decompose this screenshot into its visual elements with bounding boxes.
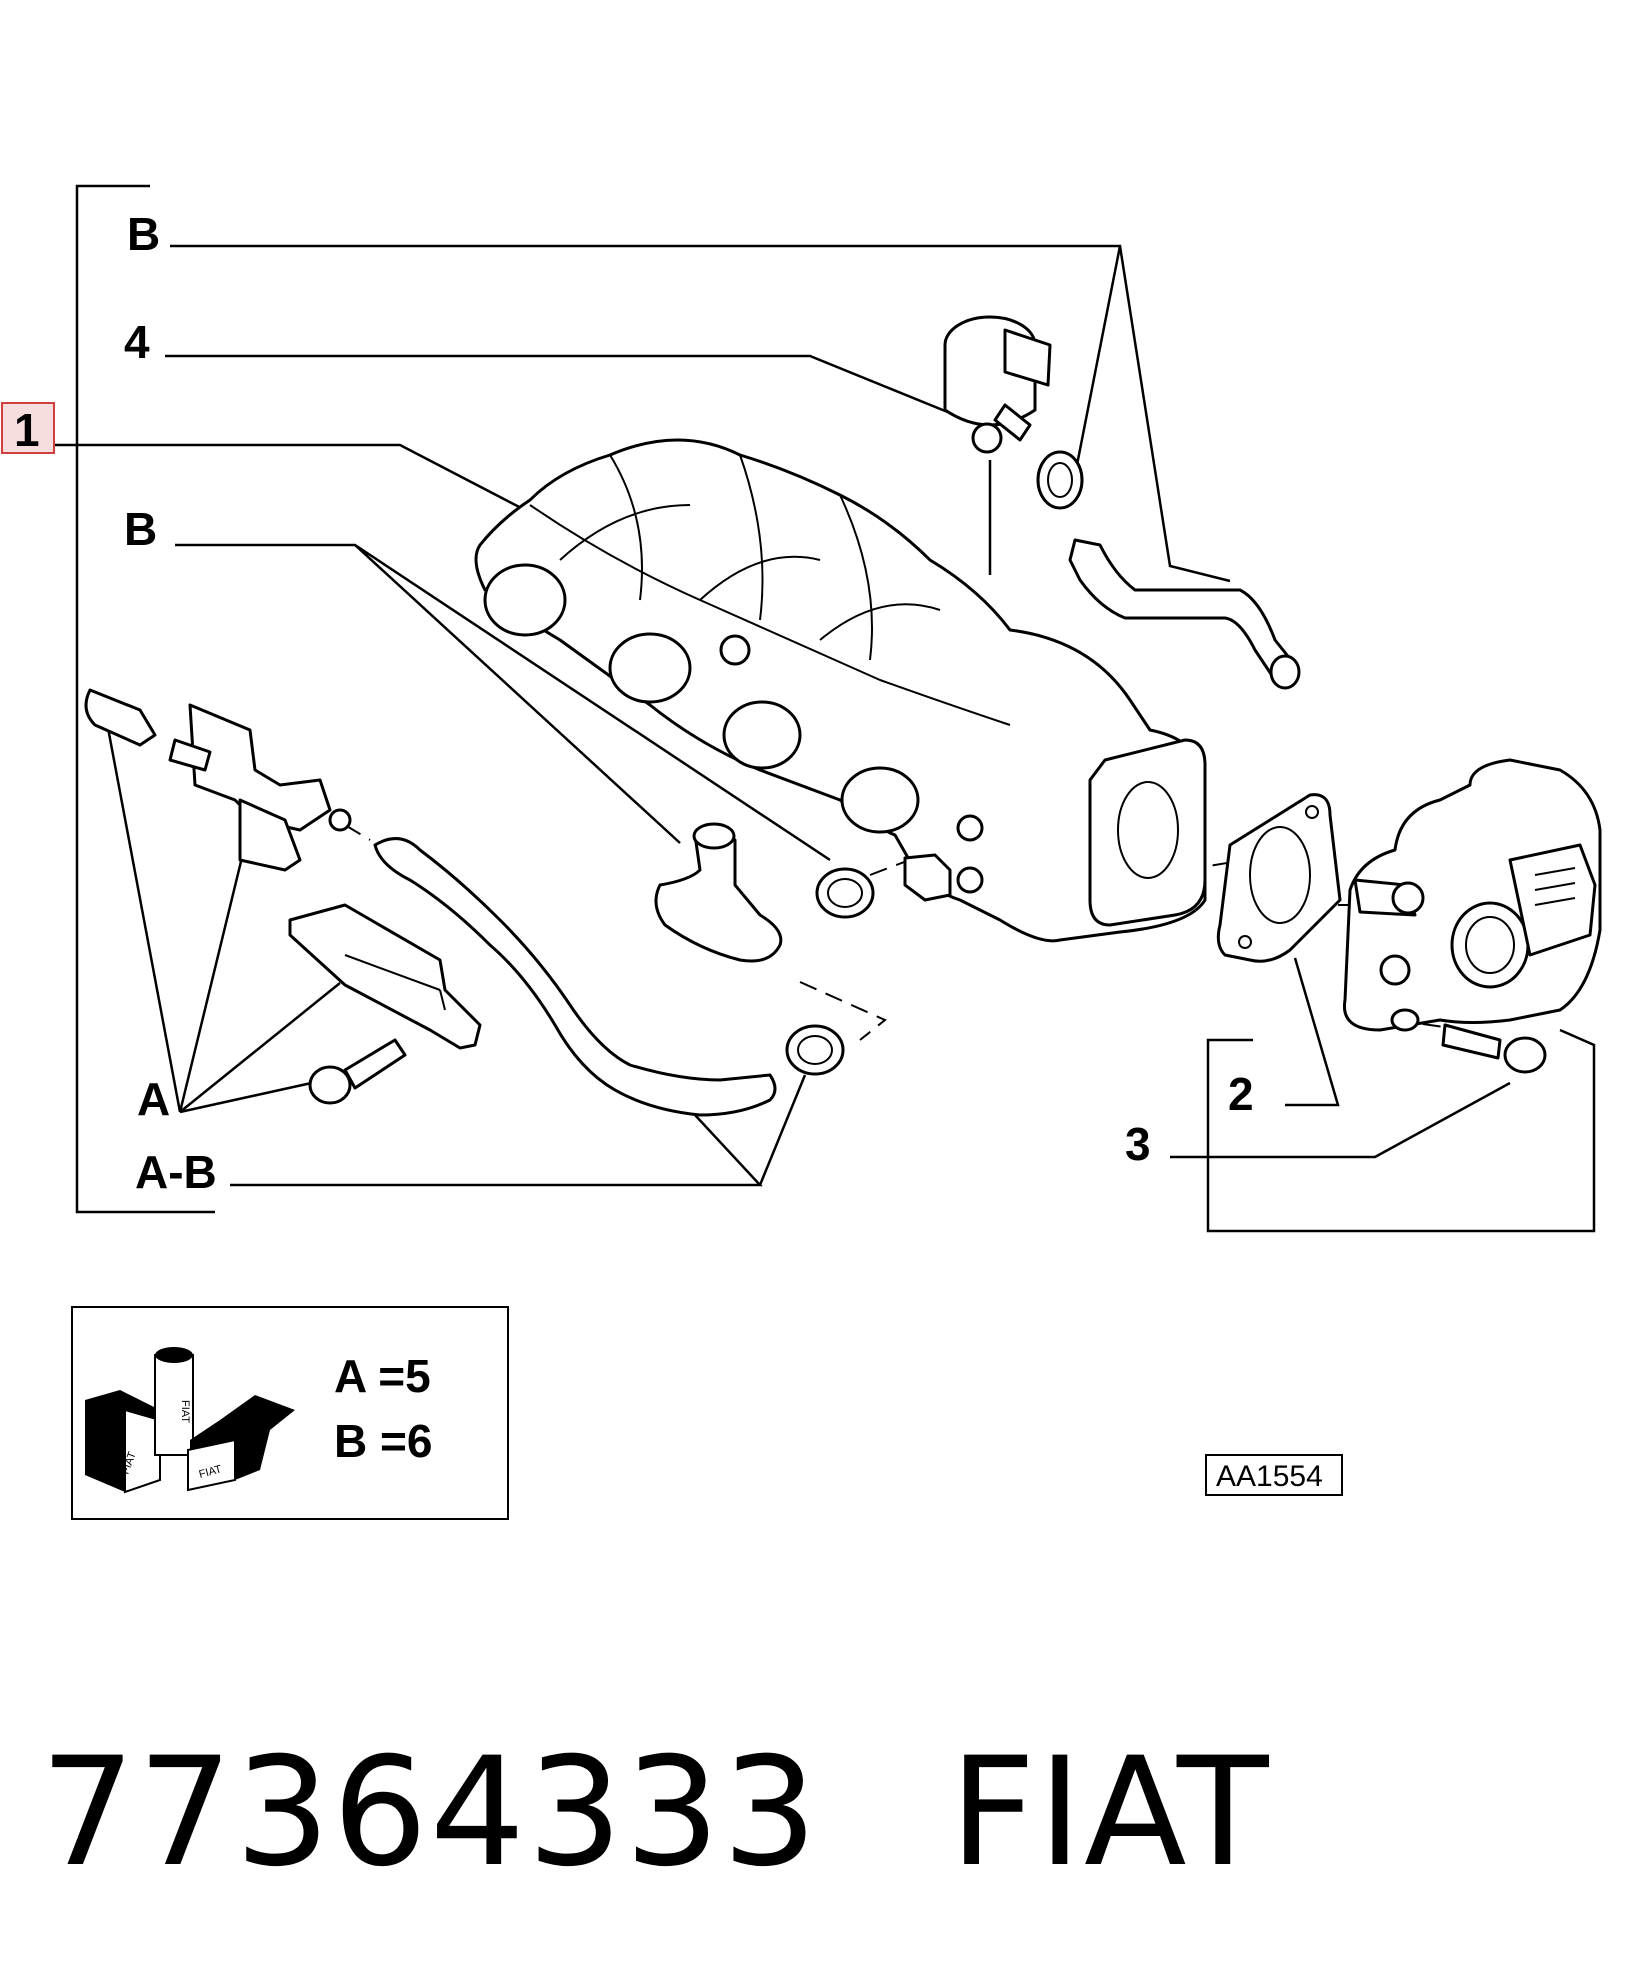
svg-text:FIAT: FIAT — [179, 1400, 191, 1423]
vent-hose — [1068, 538, 1297, 682]
leader-b-top — [170, 244, 1231, 583]
assembly-line-1 — [344, 824, 371, 841]
callout-b-top: B — [127, 208, 160, 260]
hose-clamp-right — [785, 1024, 845, 1076]
callout-b-mid: B — [124, 503, 157, 555]
callout-2: 2 — [1228, 1068, 1254, 1120]
assembly-line-3 — [799, 981, 887, 1041]
leader-2 — [1285, 957, 1340, 1107]
group-bracket-3 — [1206, 1028, 1596, 1233]
intake-manifold — [474, 438, 1207, 943]
solenoid-valve — [84, 688, 352, 872]
leader-ab — [230, 1074, 807, 1187]
leader-4 — [165, 354, 992, 575]
leader-b-mid — [175, 543, 831, 862]
mounting-bracket — [288, 903, 482, 1050]
leader-a — [103, 711, 341, 1114]
callout-1: 1 — [14, 404, 40, 456]
callout-3: 3 — [1125, 1118, 1151, 1170]
leader-3 — [1170, 1081, 1511, 1159]
callout-1-highlight — [1, 402, 55, 454]
drawing-code: AA1554 — [1216, 1460, 1323, 1493]
bolt-3 — [1441, 1023, 1547, 1074]
group-bracket — [75, 184, 215, 1214]
leader-1 — [52, 443, 526, 512]
callout-ab: A-B — [135, 1146, 217, 1198]
brand-name: FIAT — [949, 1726, 1271, 1900]
hose-clamp-left — [815, 867, 875, 919]
legend-box: FIAT FIAT FIAT A =5 B =6 — [71, 1306, 509, 1520]
long-hose — [373, 837, 777, 1117]
throttle-body — [1342, 758, 1602, 1032]
elbow-hose — [654, 829, 783, 963]
vent-valve — [943, 315, 1052, 454]
fiat-packaging-icon: FIAT FIAT FIAT — [85, 1347, 295, 1494]
throttle-gasket — [1216, 793, 1342, 963]
callout-a: A — [137, 1073, 170, 1125]
small-clamp-top — [1036, 450, 1084, 510]
callout-4: 4 — [124, 316, 150, 368]
svg-text:FIAT: FIAT — [198, 1463, 224, 1481]
bolt-a — [308, 1038, 407, 1105]
part-number: 77364333 — [40, 1726, 820, 1900]
legend-b: B =6 — [334, 1415, 432, 1467]
legend-a: A =5 — [334, 1350, 431, 1402]
drawing-code-box: AA1554 — [1205, 1454, 1343, 1496]
